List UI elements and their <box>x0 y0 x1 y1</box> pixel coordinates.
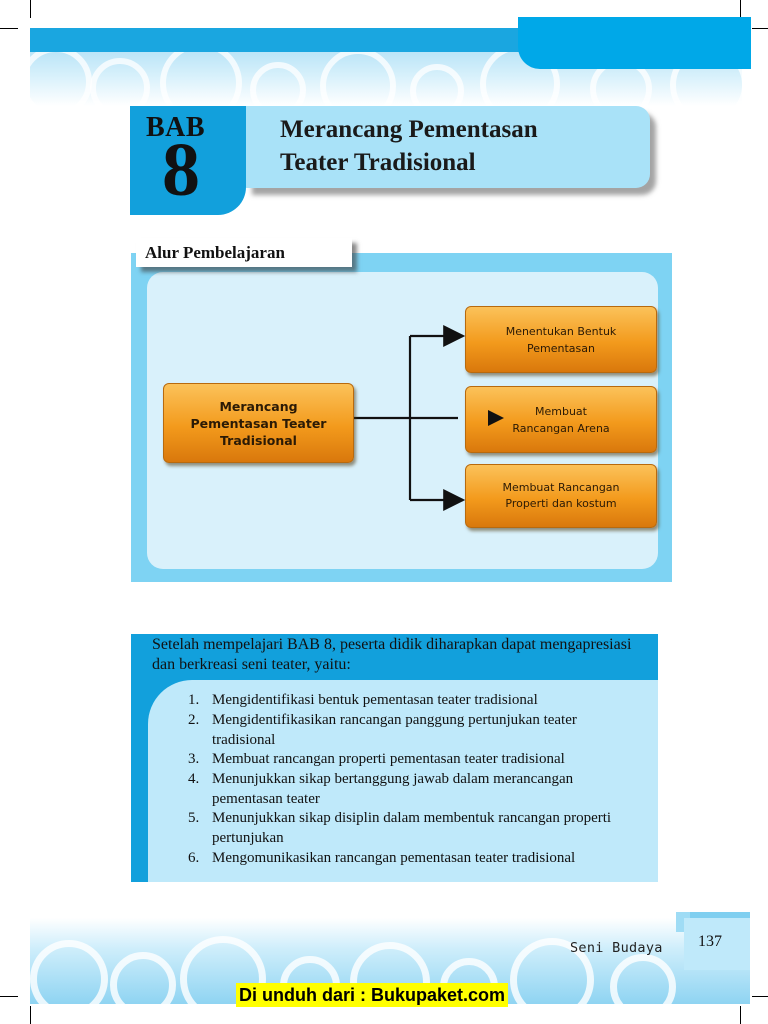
chapter-title-line-1: Merancang Pementasan <box>280 116 538 143</box>
objective-text: Mengidentifikasi bentuk pementasan teate… <box>212 692 538 708</box>
objective-item: 3. Membuat rancangan properti pementasan … <box>188 749 638 769</box>
chapter-label: BAB <box>146 112 206 143</box>
chapter-number: 8 <box>162 128 200 212</box>
objective-text: Menunjukkan sikap bertanggung jawab dala… <box>212 770 574 807</box>
chapter-title-box <box>246 106 650 188</box>
crop-mark <box>0 996 18 997</box>
learning-flow-label: Alur Pembelajaran <box>136 238 352 267</box>
crop-mark <box>30 1006 31 1024</box>
flow-node-branch-3: Membuat Rancangan Properti dan kostum <box>465 464 657 528</box>
objective-text: Mengomunikasikan rancangan pementasan te… <box>212 849 576 866</box>
objective-text: Mengidentifikasikan rancangan panggung p… <box>212 711 577 748</box>
objective-number: 4. <box>188 770 200 787</box>
page-tab-accent <box>690 912 750 920</box>
chapter-number-box <box>130 106 246 215</box>
objective-number: 3. <box>188 751 200 767</box>
page-number-tab <box>684 918 750 970</box>
objective-item: 1. Mengidentifikasi bentuk pementasan tea… <box>188 690 638 710</box>
flow-node-branch-2: Membuat Rancangan Arena <box>465 386 657 453</box>
chapter-title-line-2: Teater Tradisional <box>280 149 476 176</box>
flow-node-branch-2-label: Membuat Rancangan Arena <box>512 404 610 435</box>
footer-book-title: Seni Budaya <box>570 940 663 956</box>
objective-number: 1. <box>188 692 200 708</box>
objective-number: 2. <box>188 711 200 728</box>
crop-mark <box>752 28 768 29</box>
objective-item: 2. Mengidentifikasikan rancangan panggung… <box>188 710 638 750</box>
download-source-note: Di unduh dari : Bukupaket.com <box>236 983 509 1007</box>
objective-item: 6. Mengomunikasikan rancangan pementasan … <box>188 848 638 868</box>
crop-mark <box>740 1006 741 1024</box>
objectives-list: 1. Mengidentifikasi bentuk pementasan tea… <box>188 690 638 867</box>
flow-node-main-label: Merancang Pementasan Teater Tradisional <box>190 398 327 448</box>
objective-text: Menunjukkan sikap disiplin dalam membent… <box>212 810 612 846</box>
objective-item: 5. Menunjukkan sikap disiplin dalam membe… <box>188 808 638 848</box>
objectives-intro: Setelah mempelajari BAB 8, peserta didik… <box>152 636 632 673</box>
page-number: 137 <box>698 933 722 950</box>
flow-node-branch-3-label: Membuat Rancangan Properti dan kostum <box>502 481 620 510</box>
arrow-pointer-icon <box>488 410 504 426</box>
objective-item: 4. Menunjukkan sikap bertanggung jawab da… <box>188 769 638 809</box>
flow-node-main: Merancang Pementasan Teater Tradisional <box>163 383 354 463</box>
crop-mark <box>0 28 18 29</box>
crop-mark <box>752 996 768 997</box>
flow-node-branch-1: Menentukan Bentuk Pementasan <box>465 306 657 373</box>
crop-mark <box>740 0 741 18</box>
objective-text: Membuat rancangan properti pementasan te… <box>212 751 565 767</box>
objective-number: 5. <box>188 810 200 826</box>
crop-mark <box>30 0 31 18</box>
flow-node-branch-1-label: Menentukan Bentuk Pementasan <box>505 324 617 355</box>
objectives-list-background <box>148 680 658 882</box>
objective-number: 6. <box>188 849 200 866</box>
chapter-title: Merancang Pementasan Teater Tradisional <box>280 113 640 179</box>
top-corner-tab <box>518 17 751 69</box>
